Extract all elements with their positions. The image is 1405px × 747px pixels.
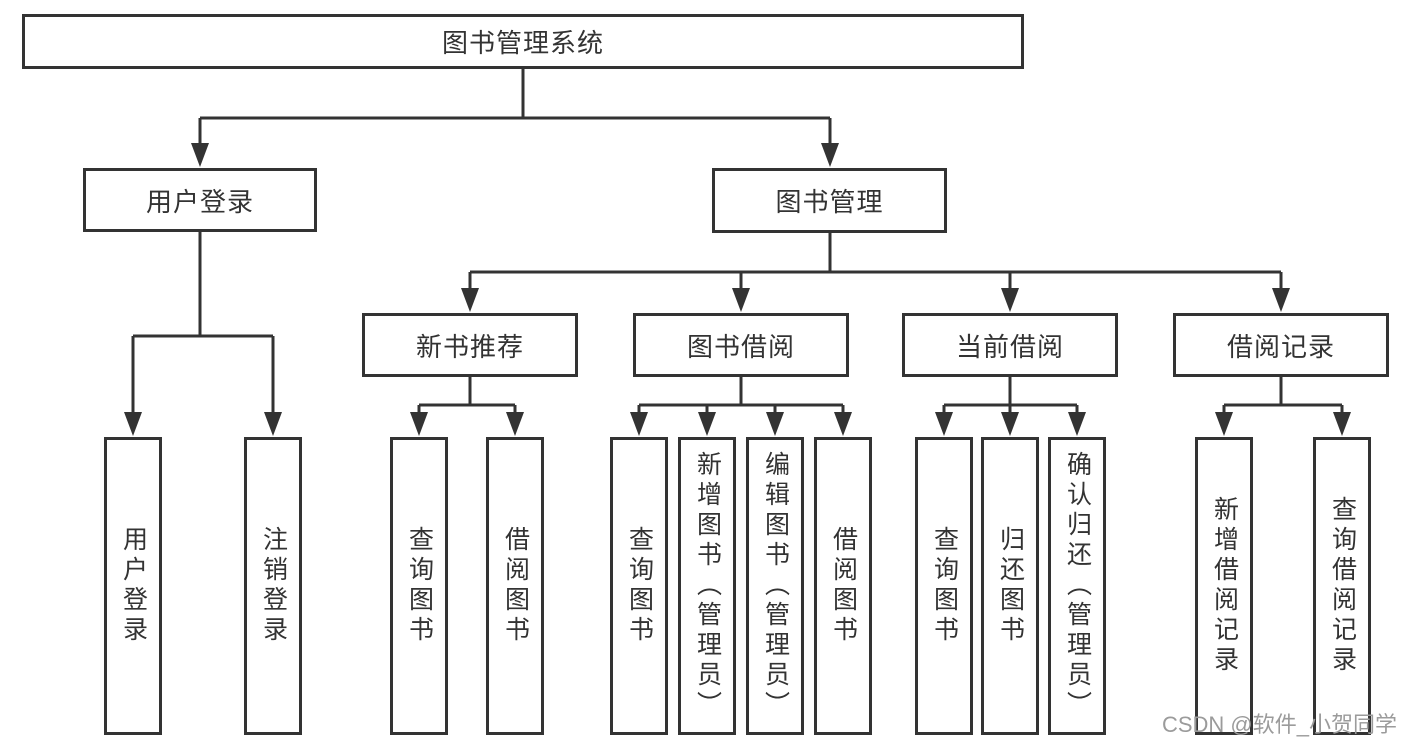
node-book-borrowing: 图书借阅 bbox=[633, 313, 849, 377]
leaf-current-return-books-label: 归还图书 bbox=[996, 526, 1025, 646]
node-root: 图书管理系统 bbox=[22, 14, 1024, 69]
node-user-login-label: 用户登录 bbox=[145, 186, 254, 217]
leaf-borrowing-query-books: 查询图书 bbox=[610, 437, 668, 735]
leaf-recommend-borrow-books: 借阅图书 bbox=[486, 437, 544, 735]
node-root-label: 图书管理系统 bbox=[441, 28, 604, 58]
leaf-current-return-books: 归还图书 bbox=[981, 437, 1039, 735]
node-book-borrowing-label: 图书借阅 bbox=[686, 331, 795, 362]
node-current-borrowing-label: 当前借阅 bbox=[955, 331, 1064, 362]
leaf-current-confirm-return-label: 确认归还（管理员） bbox=[1063, 451, 1092, 721]
leaf-current-confirm-return: 确认归还（管理员） bbox=[1048, 437, 1106, 735]
leaf-logout-label: 注销登录 bbox=[259, 526, 288, 646]
leaf-recommend-query-books-label: 查询图书 bbox=[405, 526, 434, 646]
leaf-records-add-record: 新增借阅记录 bbox=[1195, 437, 1253, 735]
leaf-recommend-query-books: 查询图书 bbox=[390, 437, 448, 735]
node-current-borrowing: 当前借阅 bbox=[902, 313, 1118, 377]
node-book-management: 图书管理 bbox=[712, 168, 947, 233]
leaf-current-query-books: 查询图书 bbox=[915, 437, 973, 735]
leaf-borrowing-add-books-label: 新增图书（管理员） bbox=[693, 451, 722, 721]
leaf-recommend-borrow-books-label: 借阅图书 bbox=[501, 526, 530, 646]
leaf-user-login: 用户登录 bbox=[104, 437, 162, 735]
leaf-borrowing-edit-books: 编辑图书（管理员） bbox=[746, 437, 804, 735]
leaf-current-query-books-label: 查询图书 bbox=[930, 526, 959, 646]
leaf-records-query-record-label: 查询借阅记录 bbox=[1328, 496, 1357, 676]
leaf-user-login-label: 用户登录 bbox=[119, 526, 148, 646]
node-book-management-label: 图书管理 bbox=[775, 187, 884, 217]
node-borrowing-records: 借阅记录 bbox=[1173, 313, 1389, 377]
leaf-borrowing-add-books: 新增图书（管理员） bbox=[678, 437, 736, 735]
node-new-book-recommendation-label: 新书推荐 bbox=[415, 331, 524, 362]
node-borrowing-records-label: 借阅记录 bbox=[1226, 331, 1335, 362]
leaf-logout: 注销登录 bbox=[244, 437, 302, 735]
watermark: CSDN @软件_小贺同学 bbox=[1161, 712, 1397, 737]
node-user-login: 用户登录 bbox=[83, 168, 317, 232]
node-new-book-recommendation: 新书推荐 bbox=[362, 313, 578, 377]
leaf-borrowing-query-books-label: 查询图书 bbox=[625, 526, 654, 646]
leaf-borrowing-edit-books-label: 编辑图书（管理员） bbox=[761, 451, 790, 721]
leaf-records-add-record-label: 新增借阅记录 bbox=[1210, 496, 1239, 676]
leaf-records-query-record: 查询借阅记录 bbox=[1313, 437, 1371, 735]
leaf-borrowing-borrow-books: 借阅图书 bbox=[814, 437, 872, 735]
leaf-borrowing-borrow-books-label: 借阅图书 bbox=[829, 526, 858, 646]
arrowheads bbox=[124, 143, 1351, 436]
